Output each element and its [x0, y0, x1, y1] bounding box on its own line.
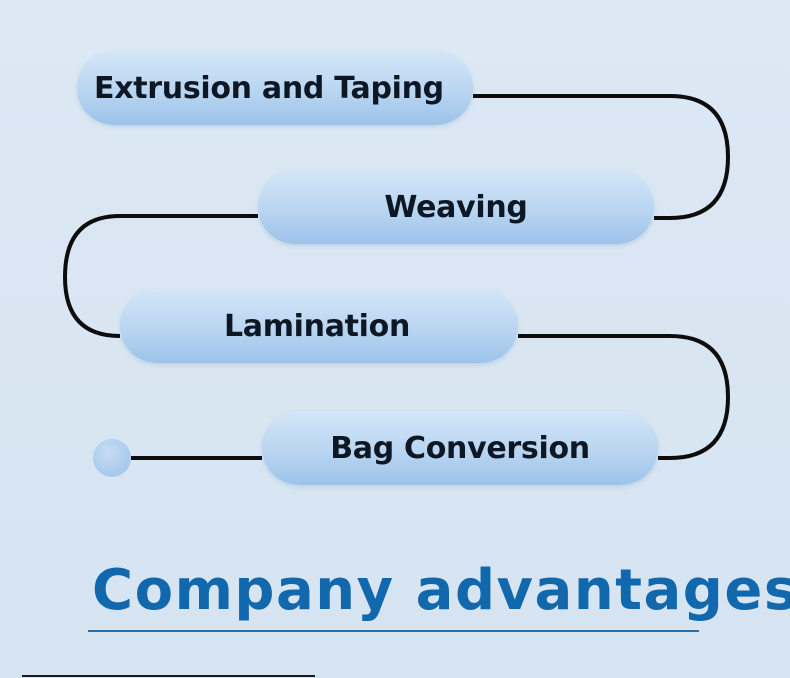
process-step-lamination: Lamination	[120, 289, 518, 363]
step-label: Lamination	[223, 308, 411, 344]
process-step-weaving: Weaving	[258, 170, 654, 244]
step-label: Extrusion and Taping	[94, 70, 444, 106]
heading-underline	[88, 630, 699, 632]
flow-end-dot	[93, 439, 131, 477]
process-step-extrusion: Extrusion and Taping	[77, 51, 473, 125]
connector-path	[62, 214, 258, 338]
connector-path	[518, 334, 731, 460]
process-step-bag-conversion: Bag Conversion	[262, 411, 658, 485]
section-heading: Company advantages	[92, 558, 790, 623]
step-label: Weaving	[384, 189, 528, 225]
connector-path	[473, 94, 731, 220]
bottom-divider	[22, 675, 315, 677]
step-label: Bag Conversion	[330, 430, 590, 466]
